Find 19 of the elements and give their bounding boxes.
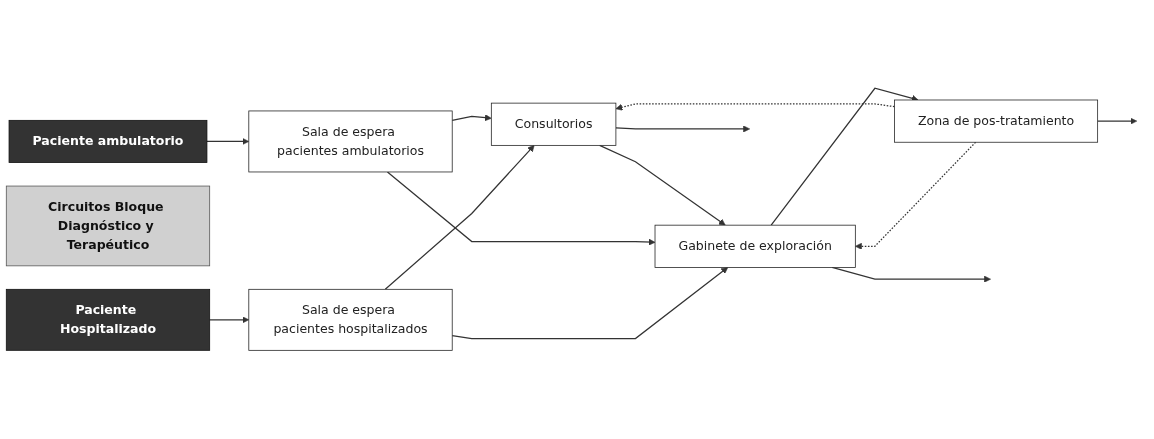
arrow [770,87,919,226]
arrow [386,171,656,246]
arrow [615,125,750,133]
node-box: Circuitos Bloque Diagnóstico y Terapéutico [5,185,211,267]
arrow [206,138,250,146]
node-box: Sala de espera pacientes ambulatorios [248,110,453,173]
arrow [209,316,250,324]
node-box: Zona de pos-tratamiento [894,99,1099,143]
node-box: Sala de espera pacientes hospitalizados [248,289,453,351]
arrow [451,267,729,340]
node-box: Gabinete de exploración [654,225,856,268]
arrow [451,114,492,122]
arrow [1097,117,1138,125]
arrow [615,103,896,111]
node-box: Paciente Hospitalizado [5,289,211,351]
arrow [599,144,726,226]
arrow [384,145,535,291]
node-box: Consultorios [490,102,617,146]
node-box: Paciente ambulatorio [8,120,208,164]
